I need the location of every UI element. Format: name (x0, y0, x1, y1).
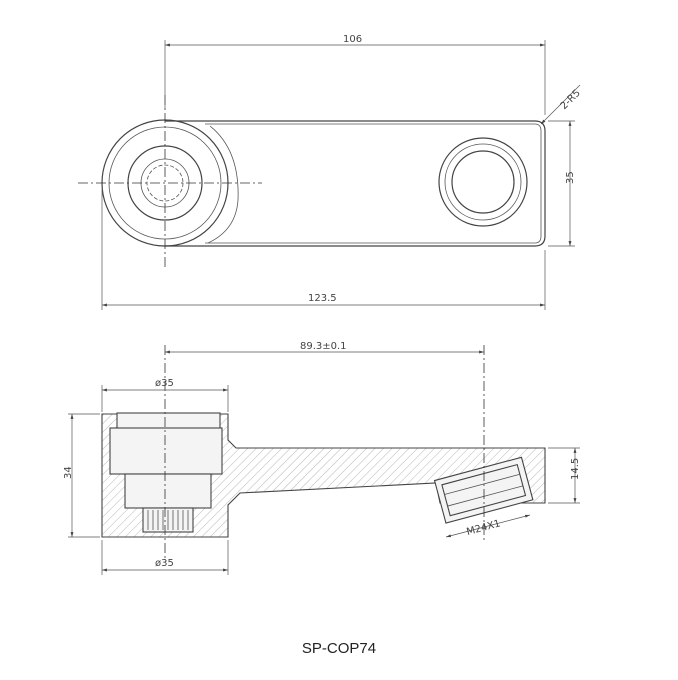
thread-boss-inner (451, 150, 515, 214)
dim-label-34: 34 (63, 466, 74, 479)
dim-label-123-5: 123.5 (308, 293, 337, 304)
dim-label-106: 106 (343, 34, 362, 45)
arm-outline (165, 120, 546, 247)
hub-inner-shaft (124, 473, 212, 509)
top-view: 106 2-R5 35 123.5 (78, 34, 583, 310)
dim-label-35: 35 (565, 171, 576, 184)
thread-boss-mid (444, 143, 522, 221)
thread-boss-outer (438, 137, 528, 227)
dim-label-m24: M24X1 (465, 518, 501, 538)
dim-label-14-5: 14.5 (570, 458, 581, 480)
hub-shoulder-arc (207, 125, 239, 244)
hub-top-pocket (116, 412, 221, 430)
leader-r5 (540, 84, 581, 125)
side-view: 89.3±0.1 ø35 34 14.5 M24X1 ø35 (63, 341, 581, 575)
arm-inner-contour (205, 123, 542, 244)
part-number-label: SP-COP74 (302, 640, 376, 657)
dim-label-r5: 2-R5 (559, 88, 583, 112)
dim-line-m24 (445, 514, 531, 538)
gear-teeth (147, 510, 189, 530)
dim-label-dia-top: ø35 (155, 378, 174, 389)
dim-label-89-3: 89.3±0.1 (300, 341, 347, 352)
hub-top-collar (109, 427, 223, 475)
dim-label-dia-bottom: ø35 (155, 558, 174, 569)
